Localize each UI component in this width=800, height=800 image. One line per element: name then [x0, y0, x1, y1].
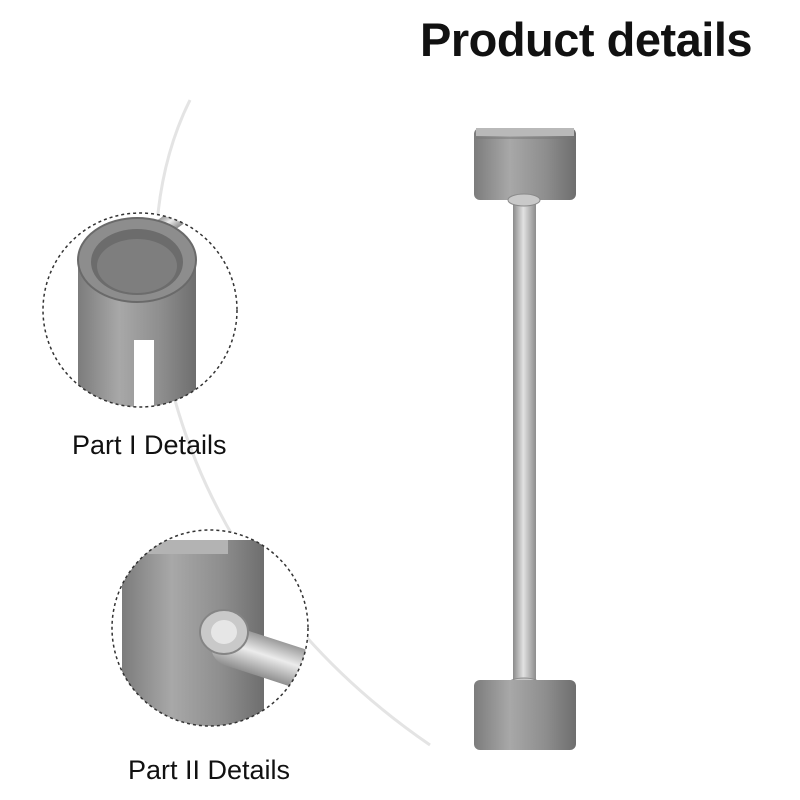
detail-two-zoom [111, 529, 309, 727]
tool-top-cylinder [474, 128, 576, 200]
top-weld [507, 193, 541, 207]
decorative-arc [153, 99, 431, 747]
tool-rod [513, 196, 536, 688]
tool-bottom-cylinder [474, 680, 576, 750]
part-one-caption: Part I Details [72, 430, 227, 460]
part-two-caption: Part II Details [128, 755, 291, 785]
detail-one-zoom [42, 212, 238, 408]
page-title: Product details [420, 13, 753, 66]
